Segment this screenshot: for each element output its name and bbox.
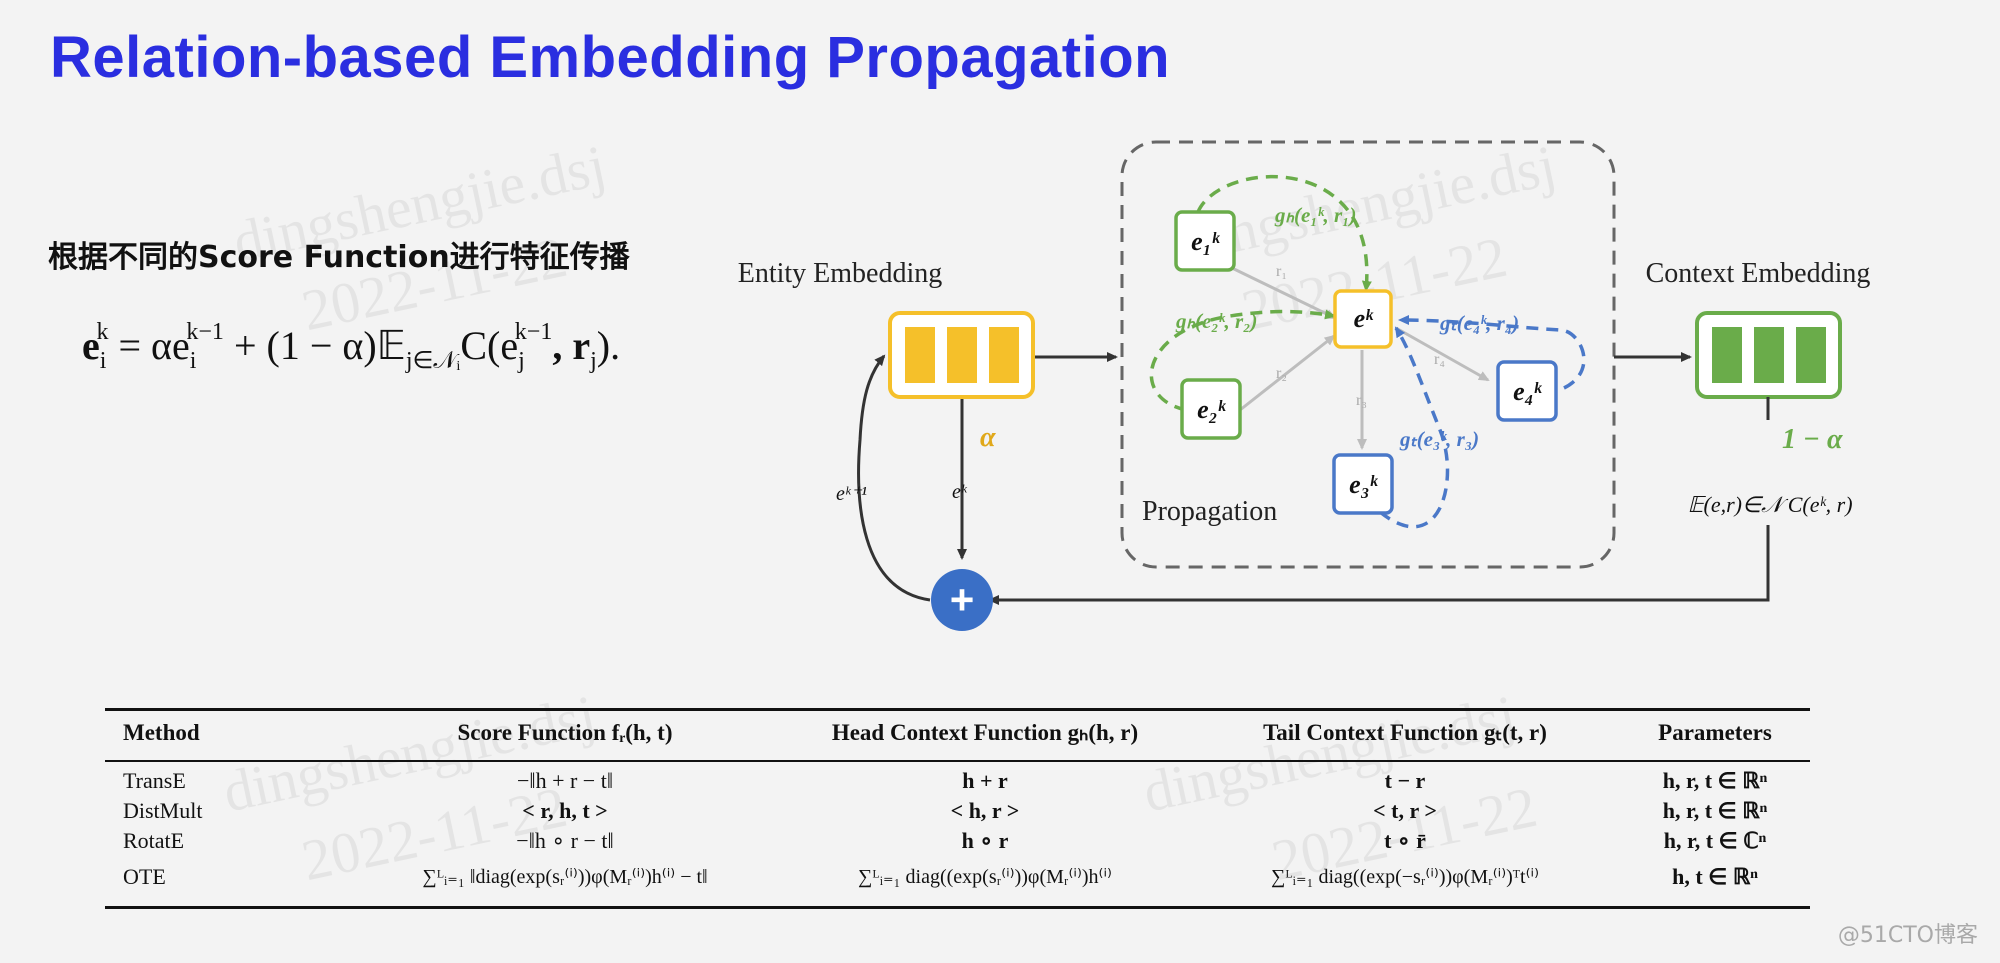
formula-rest: + (1 − α)𝔼 (223, 323, 406, 368)
header-tail-context: Tail Context Function gₜ(t, r) (1263, 720, 1547, 745)
edge-label-r2: r₂ (1276, 365, 1287, 382)
blue-arc-e4 (1398, 315, 1586, 390)
entity-bar-1 (905, 327, 935, 383)
row-distmult-head: < h, r > (950, 798, 1020, 823)
formula-e-sub: j∈𝒩ᵢ (405, 348, 461, 374)
row-rotate-tail: t ∘ r̄ (1384, 828, 1426, 853)
context-bar-2 (1754, 327, 1784, 383)
header-score: Score Function fᵣ(h, t) (457, 720, 673, 745)
row-transe-method: TransE (123, 768, 186, 793)
header-parameters: Parameters (1658, 720, 1772, 745)
node-e4-label: e₄ᵏ (1513, 377, 1543, 406)
row-ote-method: OTE (123, 864, 166, 889)
formula-tail: C(e (460, 323, 519, 368)
feedback-loop (857, 354, 931, 602)
node-center-label: eᵏ (1354, 304, 1375, 333)
context-bar-1 (1712, 327, 1742, 383)
row-ote-score: ∑ᴸᵢ₌₁ ‖diag(exp(sᵣ⁽ⁱ⁾))φ(Mᵣ⁽ⁱ⁾)h⁽ⁱ⁾ − t‖ (422, 866, 708, 888)
node-e1 (1174, 210, 1236, 272)
row-distmult-tail: < t, r > (1373, 798, 1437, 823)
node-e2 (1180, 378, 1242, 440)
plus-node (931, 569, 993, 631)
row-distmult-score: < r, h, t > (522, 798, 608, 823)
arrow-context-return (988, 525, 1770, 605)
blue-arc-e3 (1378, 326, 1450, 529)
page-title: Relation-based Embedding Propagation (50, 25, 1171, 90)
ek-label: eᵏ (952, 481, 968, 503)
propagation-label: Propagation (1142, 496, 1277, 527)
formula-t-sup: k−1 (186, 318, 224, 345)
context-bar-3 (1796, 327, 1826, 383)
func-gt3: gₜ(e₃ᵏ, r₃) (1399, 427, 1479, 451)
row-ote-params: h, t ∈ ℝⁿ (1672, 864, 1758, 889)
table-mid-rule (105, 760, 1810, 762)
node-e3 (1332, 453, 1394, 515)
row-distmult-params: h, r, t ∈ ℝⁿ (1662, 798, 1768, 823)
source-credit: @51CTO博客 (1837, 923, 1978, 948)
table-bottom-rule (105, 906, 1810, 909)
formula-tail-sub: j (518, 348, 525, 374)
formula-lhs: e (82, 323, 100, 368)
row-transe-head: h + r (962, 768, 1008, 793)
edge-center-e4 (1395, 326, 1490, 382)
row-transe-score: −‖h + r − t‖ (516, 768, 613, 793)
node-e1-label: e₁ᵏ (1191, 227, 1221, 256)
formula-tail-sup: k−1 (514, 318, 553, 345)
entity-bar-3 (989, 327, 1019, 383)
row-ote-head: ∑ᴸᵢ₌₁ diag((exp(sᵣ⁽ⁱ⁾))φ(Mᵣ⁽ⁱ⁾)h⁽ⁱ⁾ (858, 866, 1112, 888)
propagation-formula: eik = αeik−1 + (1 − α)𝔼j∈𝒩ᵢC(ejk−1, rj). (82, 318, 621, 375)
section-subtitle: 根据不同的Score Function进行特征传播 (48, 240, 630, 275)
formula-t-sub: i (189, 348, 197, 374)
formula-lhs-sub: i (99, 348, 107, 374)
propagation-box (1120, 140, 1616, 569)
func-gh2: gₕ(e₂ᵏ, r₂) (1175, 309, 1257, 333)
one-minus-alpha-label: 1 − α (1782, 424, 1843, 455)
node-center (1333, 289, 1393, 349)
table-top-rule (105, 708, 1810, 711)
row-rotate-head: h ∘ r (961, 828, 1009, 853)
edge-label-r3: r₃ (1356, 392, 1367, 409)
func-gt4: gₜ(e₄ᵏ, r₄) (1439, 311, 1519, 335)
node-e2-label: e₂ᵏ (1197, 395, 1227, 424)
row-transe-tail: t − r (1384, 768, 1426, 793)
row-rotate-score: −‖h ∘ r − t‖ (516, 828, 614, 853)
edge-e2-center (1239, 334, 1336, 412)
header-method: Method (123, 720, 200, 745)
row-rotate-method: RotatE (123, 828, 185, 853)
row-rotate-params: h, r, t ∈ ℂⁿ (1663, 828, 1767, 853)
ek1-label: eᵏ⁺¹ (836, 483, 867, 505)
alpha-label: α (980, 422, 996, 453)
entity-bar-2 (947, 327, 977, 383)
entity-embedding-label: Entity Embedding (738, 258, 943, 289)
header-head-context: Head Context Function gₕ(h, r) (831, 720, 1139, 745)
node-e3-label: e₃ᵏ (1349, 470, 1379, 499)
formula-end: , r (552, 323, 591, 368)
edge-e1-center (1231, 266, 1337, 320)
edge-label-r1: r₁ (1276, 263, 1287, 280)
plus-icon: + (950, 576, 975, 623)
edge-label-r4: r₄ (1434, 351, 1445, 368)
formula-text: = αe (118, 323, 190, 368)
func-gh1: gₕ(e₁ᵏ, r₁) (1274, 203, 1356, 227)
green-arc-e2 (1149, 309, 1336, 412)
row-ote-tail: ∑ᴸᵢ₌₁ diag((exp(−sᵣ⁽ⁱ⁾))φ(Mᵣ⁽ⁱ⁾)ᵀt⁽ⁱ⁾ (1271, 866, 1539, 888)
green-arc-e1 (1196, 174, 1372, 292)
node-e4 (1496, 360, 1558, 422)
context-embedding-label: Context Embedding (1646, 258, 1871, 289)
expectation-label: 𝔼(e,r)∈𝒩 C(eᵏ, r) (1687, 492, 1852, 517)
formula-lhs-sup: k (96, 318, 109, 345)
formula-end-sub: j (590, 348, 597, 374)
row-transe-params: h, r, t ∈ ℝⁿ (1662, 768, 1768, 793)
row-distmult-method: DistMult (123, 798, 203, 823)
propagation-diagram: Entity Embedding Propagation r₁ r₂ r₃ r₄… (738, 140, 1871, 631)
formula-close: ). (596, 323, 621, 368)
